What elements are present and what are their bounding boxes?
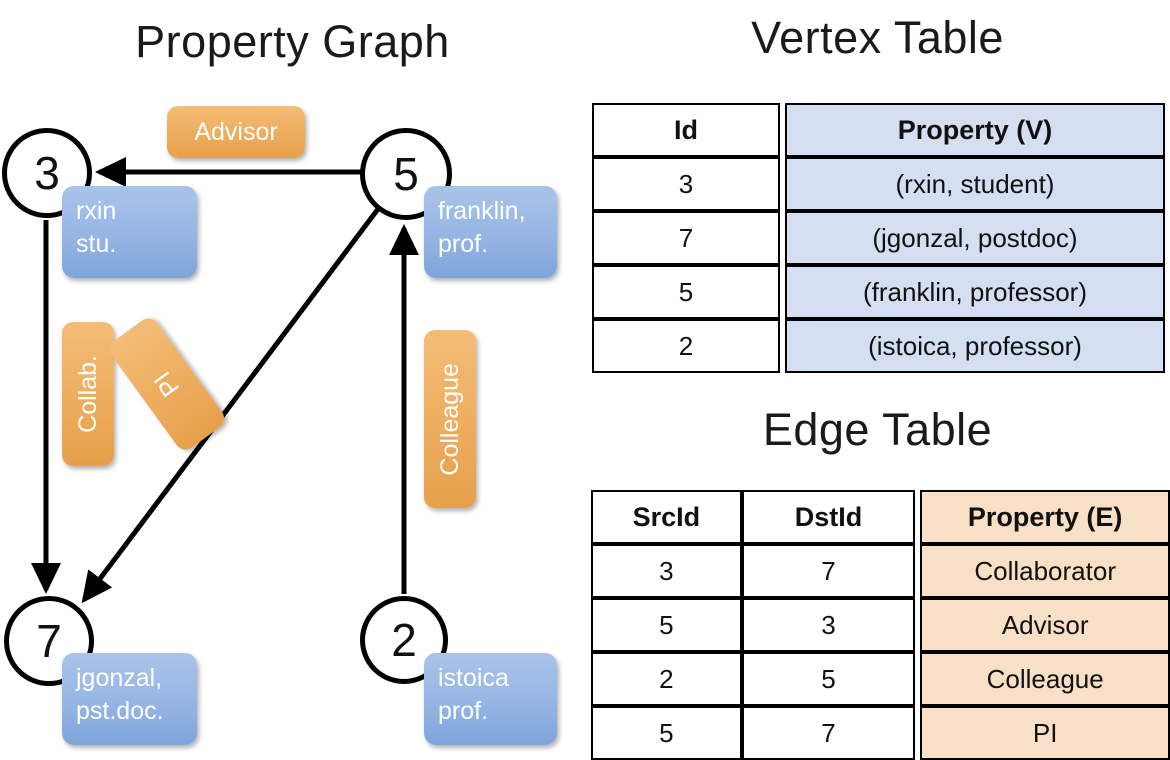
edge-cell-dstid: 3 bbox=[741, 598, 916, 652]
node-property-line-1: istoica bbox=[438, 664, 509, 692]
table-row[interactable]: 5 7 PI bbox=[591, 706, 1170, 760]
vertex-cell-property: (rxin, student) bbox=[785, 157, 1165, 211]
node-property-box-2: istoica prof. bbox=[424, 653, 557, 745]
edge-cell-dstid: 7 bbox=[741, 544, 916, 598]
table-header-row: Id Property (V) bbox=[592, 103, 1165, 157]
node-property-line-1: jgonzal, bbox=[76, 664, 163, 692]
graph-node-2[interactable]: 2 bbox=[360, 596, 448, 684]
property-graph-diagram: 3 5 7 2 rxin stu. franklin, prof. jgonza… bbox=[2, 106, 557, 745]
edge-table-header-property: Property (E) bbox=[920, 490, 1170, 544]
page-title-property-graph: Property Graph bbox=[135, 16, 450, 67]
edge-label-text: Collab. bbox=[73, 355, 102, 433]
edge-cell-srcid: 2 bbox=[591, 652, 742, 706]
vertex-cell-id: 2 bbox=[592, 319, 780, 373]
vertex-cell-property: (istoica, professor) bbox=[785, 319, 1165, 373]
table-row[interactable]: 7 (jgonzal, postdoc) bbox=[592, 211, 1165, 265]
graph-edge-lines bbox=[31, 157, 419, 604]
node-property-line-2: stu. bbox=[76, 229, 117, 258]
vertex-cell-property: (franklin, professor) bbox=[785, 265, 1165, 319]
table-row[interactable]: 3 (rxin, student) bbox=[592, 157, 1165, 211]
edge-label-colleague: Colleague bbox=[424, 330, 476, 508]
page-title-edge-table: Edge Table bbox=[762, 404, 993, 455]
node-property-box-3: rxin stu. bbox=[62, 186, 197, 278]
table-row[interactable]: 5 (franklin, professor) bbox=[592, 265, 1165, 319]
table-row[interactable]: 2 5 Colleague bbox=[591, 652, 1170, 706]
edge-label-text: Advisor bbox=[194, 117, 278, 146]
vertex-cell-id: 7 bbox=[592, 211, 780, 265]
edge-cell-srcid: 5 bbox=[591, 598, 742, 652]
edge-cell-property: Collaborator bbox=[920, 544, 1170, 598]
edge-cell-property: Advisor bbox=[920, 598, 1170, 652]
vertex-cell-property: (jgonzal, postdoc) bbox=[785, 211, 1165, 265]
edge-line-5-to-7 bbox=[81, 207, 380, 604]
edge-label-collab: Collab. bbox=[62, 322, 114, 466]
node-property-line-1: franklin, bbox=[438, 197, 526, 225]
edge-label-text: Colleague bbox=[435, 362, 464, 476]
vertex-table-header-id: Id bbox=[592, 103, 780, 157]
edge-cell-property: Colleague bbox=[920, 652, 1170, 706]
edge-table-header-dstid: DstId bbox=[741, 490, 916, 544]
node-property-line-2: pst.doc. bbox=[76, 696, 164, 725]
edge-cell-dstid: 5 bbox=[741, 652, 916, 706]
edge-cell-srcid: 5 bbox=[591, 706, 742, 760]
node-property-line-2: prof. bbox=[438, 696, 489, 725]
edge-cell-property: PI bbox=[920, 706, 1170, 760]
vertex-cell-id: 3 bbox=[592, 157, 780, 211]
node-property-line-2: prof. bbox=[438, 229, 489, 258]
table-header-row: SrcId DstId Property (E) bbox=[591, 490, 1170, 544]
table-row[interactable]: 3 7 Collaborator bbox=[591, 544, 1170, 598]
table-row[interactable]: 2 (istoica, professor) bbox=[592, 319, 1165, 373]
graph-node-5[interactable]: 5 bbox=[360, 128, 452, 220]
page-title-vertex-table: Vertex Table bbox=[751, 12, 1004, 63]
edge-label-advisor: Advisor bbox=[167, 106, 305, 158]
vertex-table: Id Property (V) 3 (rxin, student) 7 (jgo… bbox=[592, 103, 1165, 373]
edge-cell-srcid: 3 bbox=[591, 544, 742, 598]
vertex-table-header-property: Property (V) bbox=[785, 103, 1165, 157]
edge-label-text: PI bbox=[148, 366, 185, 403]
edge-table-header-srcid: SrcId bbox=[591, 490, 742, 544]
edge-cell-dstid: 7 bbox=[741, 706, 916, 760]
node-property-box-5: franklin, prof. bbox=[424, 186, 557, 278]
edge-table: SrcId DstId Property (E) 3 7 Collaborato… bbox=[591, 490, 1170, 760]
table-row[interactable]: 5 3 Advisor bbox=[591, 598, 1170, 652]
vertex-cell-id: 5 bbox=[592, 265, 780, 319]
node-property-box-7: jgonzal, pst.doc. bbox=[62, 653, 197, 745]
node-property-line-1: rxin bbox=[76, 197, 117, 225]
